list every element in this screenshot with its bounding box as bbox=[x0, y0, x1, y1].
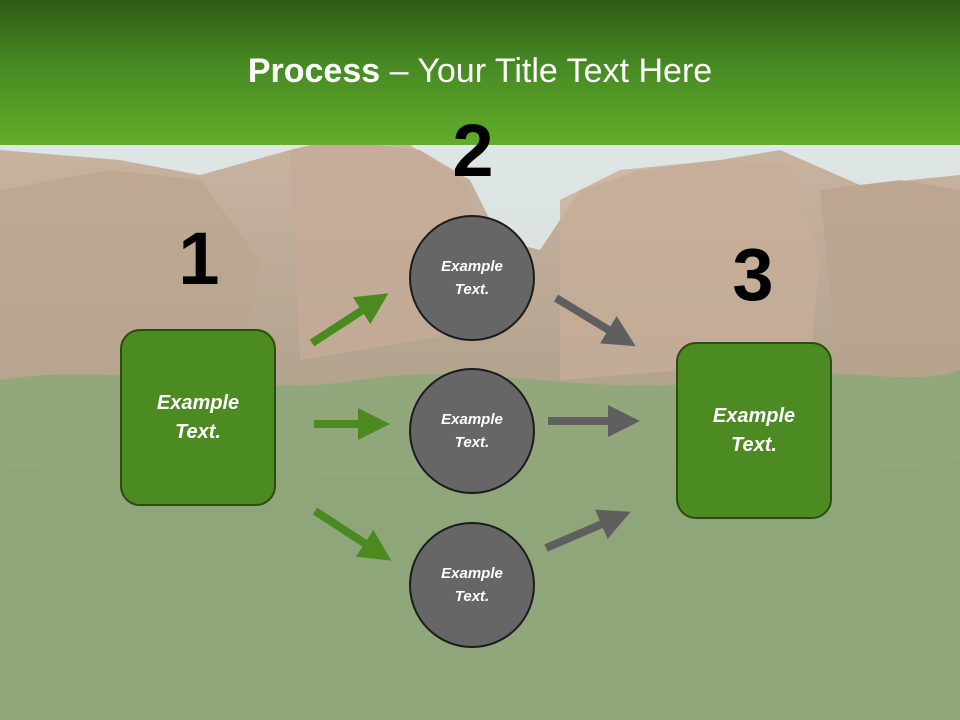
title-rest-part: – Your Title Text Here bbox=[380, 52, 713, 90]
title-banner: Process – Your Title Text Here bbox=[0, 0, 960, 145]
process-circle-top[interactable]: Example Text. bbox=[409, 215, 535, 341]
step-number-2: 2 bbox=[452, 109, 494, 192]
step-number-3: 3 bbox=[732, 233, 774, 316]
slide-title[interactable]: Process – Your Title Text Here bbox=[0, 52, 960, 91]
right-box-text: Example Text. bbox=[712, 404, 796, 456]
title-bold-part: Process bbox=[247, 52, 381, 90]
right-process-box[interactable]: Example Text. bbox=[676, 342, 832, 519]
arrow-circle-top-to-box3 bbox=[553, 294, 636, 347]
step-number-1: 1 bbox=[178, 217, 220, 300]
arrow-box1-to-circle-top bbox=[309, 293, 389, 347]
left-process-box[interactable]: Example Text. bbox=[120, 329, 276, 506]
process-circle-bottom[interactable]: Example Text. bbox=[409, 522, 535, 648]
arrow-box1-to-circle-bottom bbox=[312, 507, 392, 561]
process-circle-middle[interactable]: Example Text. bbox=[409, 368, 535, 494]
left-box-text: Example Text. bbox=[156, 391, 240, 443]
circle-bottom-text: Example Text. bbox=[441, 565, 503, 605]
arrow-circle-bottom-to-box3 bbox=[544, 509, 631, 552]
circle-middle-text: Example Text. bbox=[441, 411, 503, 451]
circle-top-text: Example Text. bbox=[441, 258, 503, 298]
